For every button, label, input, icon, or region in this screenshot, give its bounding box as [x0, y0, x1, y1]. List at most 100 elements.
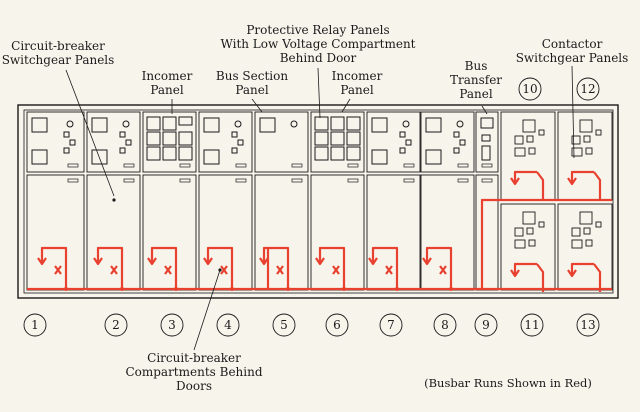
cable-arrow	[315, 257, 325, 266]
handle-slot	[67, 178, 79, 183]
handle-slot	[403, 178, 415, 183]
cable-arrow	[510, 177, 520, 186]
switch	[538, 221, 545, 228]
pointer-dot	[112, 198, 116, 202]
handle-slot	[123, 163, 135, 168]
upper-compartment	[420, 111, 475, 173]
top-panel-numbers	[518, 77, 600, 101]
relay-window	[346, 116, 361, 131]
feeder-conductor	[40, 246, 68, 289]
switch	[119, 131, 126, 138]
cable-arrow	[147, 257, 157, 266]
feeder-circuit	[368, 246, 399, 291]
cable-arrow	[93, 257, 103, 266]
relay-window	[514, 135, 524, 145]
panel-number: 9	[482, 318, 490, 332]
feeder-circuit	[147, 246, 178, 291]
meter-window	[371, 149, 388, 165]
indicator-lamp	[66, 120, 74, 128]
label-incomer-right-2: Panel	[340, 83, 374, 97]
label-bus-transfer-2: Transfer	[450, 73, 502, 87]
panel-number-circle	[104, 313, 128, 337]
contactor-switch	[593, 263, 602, 292]
switch	[585, 147, 593, 155]
feeder-circuit	[422, 246, 453, 291]
panel-number: 3	[168, 318, 176, 332]
label-cb-compartments-2: Compartments Behind	[125, 365, 262, 379]
relay-window	[146, 116, 161, 131]
handle-slot	[457, 178, 469, 183]
lower-compartment	[86, 174, 141, 291]
feeder-conductor	[206, 246, 234, 289]
switch	[528, 239, 536, 247]
contactor-feeder	[510, 262, 545, 292]
meter-window	[480, 117, 494, 129]
busbar-note: (Busbar Runs Shown in Red)	[424, 376, 592, 390]
switch	[583, 135, 591, 143]
breaker-symbol	[220, 265, 228, 275]
handle-slot	[347, 163, 359, 168]
meter-window	[425, 117, 442, 133]
switch	[453, 147, 460, 154]
switch	[69, 139, 76, 146]
relay-window	[571, 227, 581, 237]
panel-number-circle	[23, 313, 47, 337]
feeder-conductor	[513, 262, 537, 274]
relay-window	[314, 116, 329, 131]
breaker-symbol	[164, 265, 172, 275]
panel-number-circle	[272, 313, 296, 337]
relay-window	[514, 239, 526, 249]
panel-number-10: 10	[522, 82, 537, 96]
label-protective-relay-1: Protective Relay Panels	[246, 23, 389, 37]
panel-number: 13	[580, 318, 595, 332]
panel-number-12: 12	[580, 82, 595, 96]
handle-slot	[179, 178, 191, 183]
panel-number-circle	[379, 313, 403, 337]
contactor-feeder	[567, 262, 602, 292]
meter-window	[31, 149, 48, 165]
label-bus-section-1: Bus Section	[216, 69, 288, 83]
breaker-symbol	[385, 265, 393, 275]
lower-compartment	[366, 174, 421, 291]
feeder-circuit	[93, 246, 124, 291]
panel-number: 5	[280, 318, 288, 332]
label-protective-relay-2: With Low Voltage Compartment	[220, 37, 415, 51]
breaker-symbol	[439, 265, 447, 275]
relay-window	[330, 146, 345, 161]
switch	[453, 131, 460, 138]
relay-window	[178, 146, 193, 161]
cable-arrow	[203, 257, 213, 266]
cable-arrow	[368, 257, 378, 266]
lower-compartment	[420, 174, 475, 291]
label-bus-transfer-1: Bus	[465, 59, 488, 73]
upper-compartment	[26, 111, 85, 173]
busbar-runs	[27, 170, 612, 292]
relay-window	[571, 239, 583, 249]
relay-window	[579, 119, 593, 133]
panel-number-circle	[576, 313, 600, 337]
contactor-feeder	[510, 170, 545, 200]
panel-number-circle	[433, 313, 457, 337]
feeder-conductor	[570, 262, 594, 274]
handle-slot	[179, 163, 191, 168]
cable-arrow	[259, 257, 269, 266]
busbar-node	[120, 287, 124, 291]
feeder-conductor	[513, 170, 537, 182]
switch	[119, 147, 126, 154]
handle-slot	[481, 163, 493, 168]
cable-arrow	[422, 257, 432, 266]
lower-compartment	[475, 174, 499, 291]
meter-window	[203, 117, 220, 133]
handle-slot	[67, 163, 79, 168]
breaker-symbol	[110, 265, 118, 275]
panel-number: 2	[112, 318, 120, 332]
contactor-switch	[536, 263, 545, 292]
feeder-conductor	[150, 246, 178, 289]
relay-window	[162, 116, 177, 131]
panel-number: 4	[224, 318, 232, 332]
feeder-conductor	[570, 170, 594, 182]
busbar-node	[449, 287, 453, 291]
switch	[481, 134, 491, 142]
contactor-switch	[593, 171, 602, 200]
panel-number-circle	[325, 313, 349, 337]
